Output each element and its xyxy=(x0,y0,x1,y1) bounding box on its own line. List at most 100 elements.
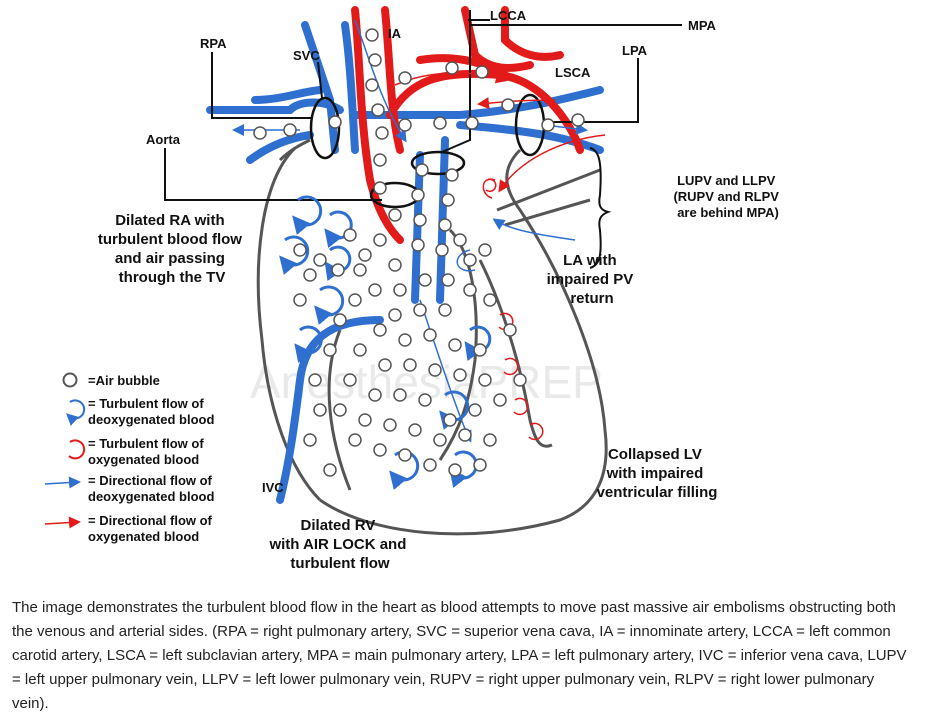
air-bubble xyxy=(445,168,459,182)
air-bubble xyxy=(283,123,297,137)
air-bubble xyxy=(468,403,482,417)
air-bubble xyxy=(423,458,437,472)
air-bubble xyxy=(411,188,425,202)
air-bubble xyxy=(358,248,372,262)
air-bubble xyxy=(353,343,367,357)
air-bubble xyxy=(343,373,357,387)
air-bubble xyxy=(365,78,379,92)
air-bubble xyxy=(388,258,402,272)
air-bubble xyxy=(393,388,407,402)
legend-bubble-icon xyxy=(62,372,78,388)
label-lcca: LCCA xyxy=(490,8,527,23)
label-ivc: IVC xyxy=(262,480,284,495)
air-bubble xyxy=(333,403,347,417)
air-bubble xyxy=(313,403,327,417)
air-bubble xyxy=(433,116,447,130)
air-bubble xyxy=(323,343,337,357)
air-bubble xyxy=(463,253,477,267)
air-bubble xyxy=(313,253,327,267)
air-bubble xyxy=(418,273,432,287)
air-bubble xyxy=(435,243,449,257)
air-bubble xyxy=(403,358,417,372)
air-bubble xyxy=(473,343,487,357)
air-bubble xyxy=(413,303,427,317)
air-bubble xyxy=(323,463,337,477)
air-bubble xyxy=(463,283,477,297)
label-lpa: LPA xyxy=(622,43,648,58)
air-bubble xyxy=(373,443,387,457)
air-bubble xyxy=(453,368,467,382)
air-bubbles xyxy=(253,28,585,477)
figure-caption: The image demonstrates the turbulent blo… xyxy=(12,599,907,712)
air-bubble xyxy=(458,428,472,442)
air-bubble xyxy=(493,393,507,407)
air-bubble xyxy=(393,283,407,297)
air-bubble xyxy=(333,313,347,327)
air-bubble xyxy=(441,193,455,207)
label-lsca: LSCA xyxy=(555,65,591,80)
air-bubble xyxy=(428,363,442,377)
air-bubble xyxy=(365,28,379,42)
air-bubble xyxy=(448,463,462,477)
air-bubble xyxy=(373,323,387,337)
air-bubble xyxy=(513,373,527,387)
air-bubble xyxy=(378,358,392,372)
air-bubble xyxy=(253,126,267,140)
air-bubble xyxy=(423,328,437,342)
air-bubble xyxy=(398,118,412,132)
air-bubble xyxy=(348,293,362,307)
label-collapsed-lv: Collapsed LV with impaired ventricular f… xyxy=(597,446,718,501)
air-bubble xyxy=(483,433,497,447)
air-bubble xyxy=(308,373,322,387)
label-la: LA with impaired PV return xyxy=(547,252,638,307)
air-bubble xyxy=(373,181,387,195)
label-ia: IA xyxy=(388,26,402,41)
air-bubble xyxy=(448,338,462,352)
air-bubble xyxy=(483,293,497,307)
air-bubble xyxy=(368,388,382,402)
air-bubble xyxy=(358,413,372,427)
air-bubble xyxy=(445,61,459,75)
air-bubble xyxy=(503,323,517,337)
air-bubble xyxy=(303,268,317,282)
air-bubble xyxy=(438,218,452,232)
label-pulmonary-veins: LUPV and LLPV (RUPV and RLPV are behind … xyxy=(673,173,782,220)
air-bubble xyxy=(368,283,382,297)
legend-oxy-swirl-icon xyxy=(68,439,86,460)
air-bubble xyxy=(438,303,452,317)
air-bubble xyxy=(373,153,387,167)
pulmonary-vein-flows xyxy=(456,134,606,272)
air-bubble xyxy=(398,71,412,85)
air-bubble xyxy=(501,98,515,112)
air-bubble xyxy=(375,126,389,140)
air-bubble xyxy=(293,243,307,257)
air-bubble xyxy=(353,263,367,277)
air-bubble xyxy=(415,163,429,177)
legend-oxy-turbulent: = Turbulent flow of oxygenated blood xyxy=(88,436,207,467)
air-bubble xyxy=(473,458,487,472)
label-mpa: MPA xyxy=(688,18,717,33)
air-bubble xyxy=(413,213,427,227)
legend-air-bubble: =Air bubble xyxy=(88,373,160,388)
label-rpa: RPA xyxy=(200,36,227,51)
air-bubble xyxy=(373,233,387,247)
air-bubble xyxy=(331,263,345,277)
air-bubble xyxy=(303,433,317,447)
heart-air-embolism-diagram: AnesthesiaPREP xyxy=(44,6,782,572)
air-bubble xyxy=(465,116,479,130)
air-bubble xyxy=(443,413,457,427)
air-bubble xyxy=(398,333,412,347)
air-bubble xyxy=(541,118,555,132)
air-bubble xyxy=(371,103,385,117)
air-bubble xyxy=(453,233,467,247)
air-bubble xyxy=(478,373,492,387)
label-dilated-ra: Dilated RA with turbulent blood flow and… xyxy=(98,212,246,286)
label-dilated-rv: Dilated RV with AIR LOCK and turbulent f… xyxy=(268,517,410,572)
air-bubble xyxy=(441,273,455,287)
air-bubble xyxy=(348,433,362,447)
air-bubble xyxy=(571,113,585,127)
air-bubble xyxy=(328,115,342,129)
pv-bracket xyxy=(589,147,612,269)
air-bubble xyxy=(478,243,492,257)
legend-deoxy-arrow-icon xyxy=(44,476,81,489)
